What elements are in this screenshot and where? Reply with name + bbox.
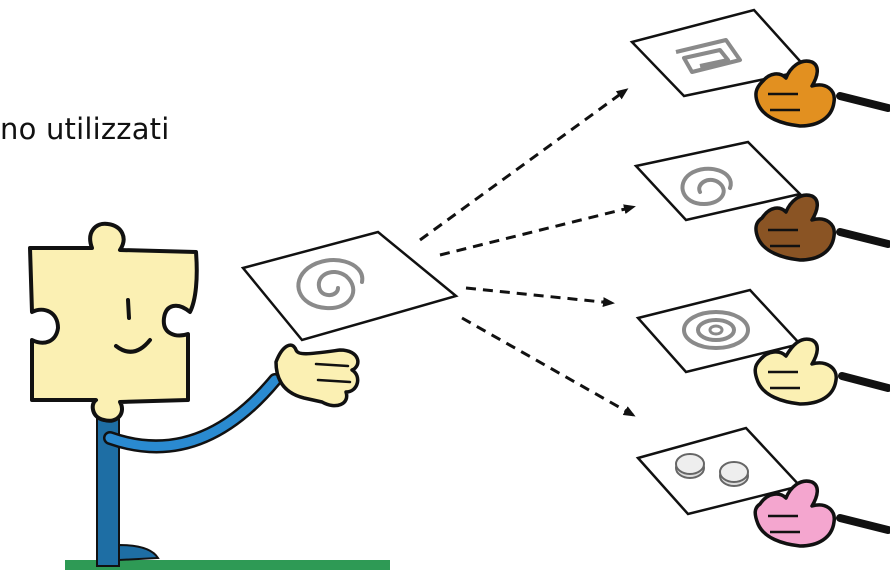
puzzle-character-head	[30, 224, 197, 421]
recipient-1	[632, 10, 888, 126]
dashed-arrow-3	[466, 288, 612, 303]
dashed-arrow-4	[462, 318, 633, 415]
recipient-4	[638, 428, 888, 546]
dashed-arrows	[420, 90, 633, 415]
recipient-2	[636, 142, 888, 260]
character-glove	[276, 345, 358, 406]
spiral-document-held	[243, 232, 456, 340]
dashed-arrow-2	[440, 207, 633, 255]
recipient-3	[638, 290, 888, 404]
glove-hand-2	[756, 195, 834, 260]
